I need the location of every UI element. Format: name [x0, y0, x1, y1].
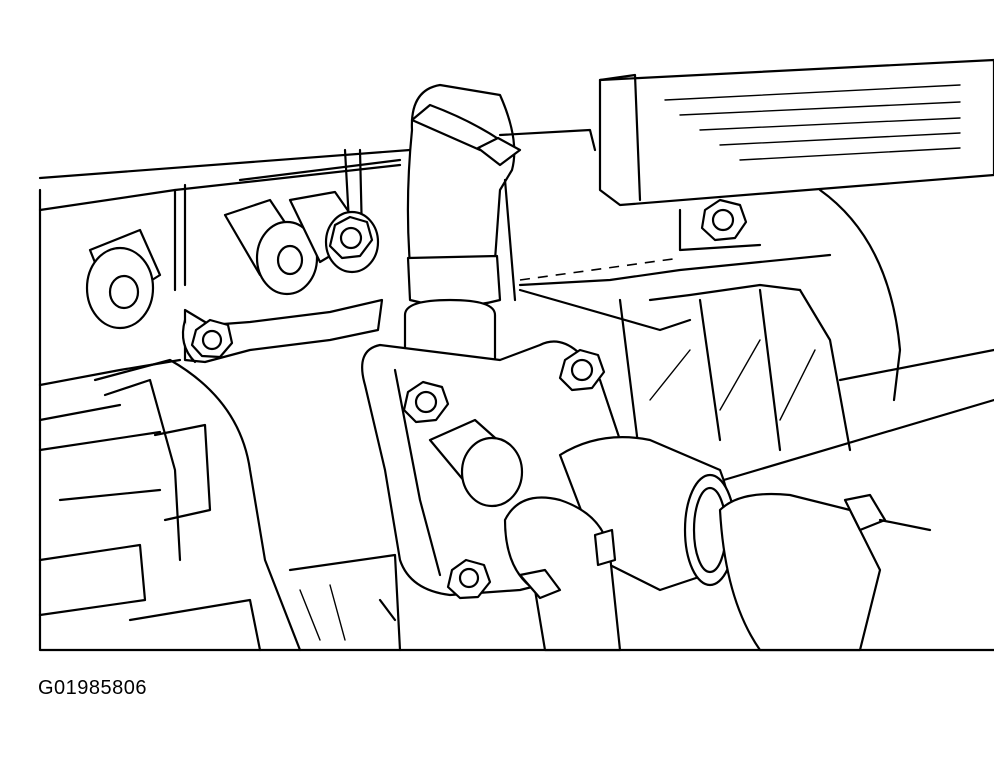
- housing-outlet-nipple: [428, 418, 524, 508]
- bolt-bracket: [190, 318, 234, 359]
- engine-line-drawing: [38, 58, 994, 652]
- bolt-intake: [700, 198, 748, 242]
- left-bushing: [85, 228, 162, 330]
- transmission-case: [38, 358, 402, 652]
- upper-radiator-hose: [406, 83, 597, 308]
- diagram-frame: [38, 148, 994, 652]
- heater-hose-left: [503, 496, 622, 652]
- mounting-bracket: [181, 298, 384, 364]
- air-intake-box: [598, 58, 994, 207]
- bolt-housing-left: [402, 380, 450, 424]
- bolt-top-left: [328, 215, 374, 260]
- lower-radiator-hose: [718, 492, 932, 652]
- bolt-housing-top-right: [558, 348, 606, 392]
- figure-id-label: G01985806: [38, 677, 148, 699]
- bolt-housing-bottom: [446, 558, 492, 600]
- center-bushing: [223, 198, 319, 296]
